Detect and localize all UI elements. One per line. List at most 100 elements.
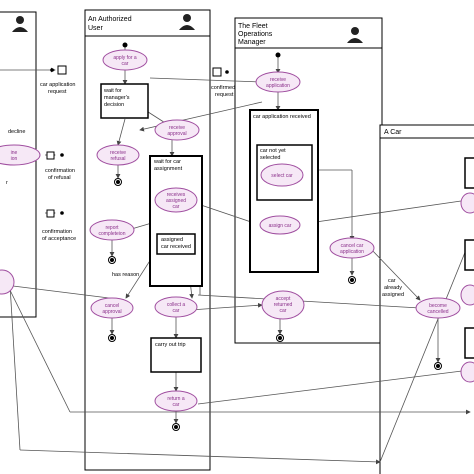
receive-application-1: receive — [270, 77, 286, 83]
cancel-car-app-2: application — [340, 249, 364, 255]
state-return — [154, 390, 198, 412]
accept-returned-2: returned — [274, 302, 293, 308]
fleet-lane-title-2: Operations — [238, 31, 273, 38]
state-receive-application — [255, 71, 301, 93]
car-not-selected-2: selected — [260, 155, 281, 161]
state-report — [89, 219, 135, 241]
select-car-label: select car — [271, 173, 293, 179]
receive-refusal-2: refusal — [110, 156, 125, 162]
state-left-ine — [0, 144, 41, 166]
state-cancel-approval — [90, 297, 134, 319]
state-apply — [102, 49, 148, 71]
wait-car-2: assignment — [154, 166, 183, 172]
state-receive-approval — [154, 119, 200, 141]
state-receive-refusal — [96, 144, 140, 166]
state-select-car — [260, 163, 304, 187]
apply-1: apply for a — [113, 55, 137, 61]
car-state-box-3 — [464, 327, 474, 359]
object-token-application — [50, 65, 67, 75]
label-confirmed-1: confirmed — [211, 85, 235, 91]
fleet-lane-title-3: Manager — [238, 39, 266, 46]
return-2: car — [173, 402, 180, 408]
become-cancelled-1: become — [429, 303, 447, 309]
label-car-application-2: request — [48, 89, 67, 95]
left-actor-icon — [12, 16, 28, 32]
wait-decision-3: decision — [104, 102, 124, 108]
wait-car-box — [149, 155, 203, 287]
car-not-selected-1: car not yet — [260, 148, 286, 154]
state-collect — [154, 296, 198, 318]
user-actor-icon — [179, 14, 195, 30]
collect-2: car — [173, 308, 180, 314]
final-node-car — [434, 362, 442, 370]
become-cancelled-2: cancelled — [427, 309, 448, 315]
accept-returned-3: car — [280, 308, 287, 314]
left-ine-2: ion — [11, 156, 18, 162]
left-decline-label: decline — [8, 129, 25, 135]
state-receives-assigned — [154, 187, 198, 213]
label-confirmation-acceptance-2: of acceptance — [42, 236, 76, 242]
return-1: return a — [167, 396, 184, 402]
label-confirmation-refusal-2: of refusal — [48, 175, 71, 181]
collect-1: collect a — [167, 302, 186, 308]
manager-actor-icon — [347, 27, 363, 43]
car-state-box-2 — [464, 239, 474, 271]
label-car-already-3: assigned — [382, 292, 404, 298]
left-ine-1: ine — [11, 150, 18, 156]
car-app-received-label: car application received — [253, 114, 311, 120]
state-become-cancelled — [415, 297, 461, 319]
car-state-box-1 — [464, 157, 474, 189]
cancel-car-app-1: cancel car — [341, 243, 364, 249]
final-node-cancel — [108, 334, 116, 342]
state-car-edge-2 — [460, 284, 474, 306]
assigned-received-2: car received — [161, 244, 191, 250]
assign-car-label: assign car — [269, 223, 292, 229]
label-car-already-2: already — [384, 285, 402, 291]
state-cancel-car-app — [329, 237, 375, 259]
wait-decision-2: manager's — [104, 95, 130, 101]
accept-returned-1: accept — [276, 296, 291, 302]
final-node-refusal — [114, 178, 122, 186]
receives-assigned-2: assigned — [166, 198, 186, 204]
state-car-edge-3 — [460, 361, 474, 383]
label-car-already-1: car — [388, 278, 396, 284]
label-confirmation-refusal-1: confirmation — [45, 168, 75, 174]
report-1: report — [105, 225, 119, 231]
cancel-approval-1: cancel — [105, 303, 119, 309]
object-token-acceptance — [46, 209, 64, 218]
report-2: completeion — [99, 231, 126, 237]
wait-decision-1: wait for — [103, 88, 122, 94]
initial-node-user — [122, 42, 128, 48]
car-lane-title: A Car — [384, 129, 402, 136]
user-lane-title-2: User — [88, 25, 103, 32]
initial-node-fleet — [275, 52, 281, 58]
final-node-report — [108, 256, 116, 264]
receive-refusal-1: receive — [110, 150, 126, 156]
final-node-fleet — [276, 334, 284, 342]
receive-application-2: application — [266, 83, 290, 89]
state-assign-car — [259, 215, 301, 235]
label-confirmed-2: request — [215, 92, 234, 98]
label-has-reason: has reason — [112, 272, 139, 278]
state-left-edge — [0, 269, 15, 295]
apply-2: car — [122, 61, 129, 67]
object-token-confirmed — [212, 67, 229, 77]
object-token-refusal — [46, 151, 64, 160]
final-node-cancel-app — [348, 276, 356, 284]
receives-assigned-1: receives — [167, 192, 186, 198]
state-car-edge-1 — [460, 192, 474, 214]
state-accept-returned — [261, 290, 305, 320]
label-confirmation-acceptance-1: confirmation — [42, 229, 72, 235]
assigned-received-1: assigned — [161, 237, 183, 243]
fleet-lane-title-1: The Fleet — [238, 23, 268, 30]
final-node-return — [172, 423, 180, 431]
carry-out-label: carry out trip — [155, 342, 186, 348]
carry-out-box — [150, 337, 202, 373]
receive-approval-2: approval — [167, 131, 186, 137]
assigned-received-box — [156, 233, 196, 255]
receive-approval-1: receive — [169, 125, 185, 131]
wait-decision-box — [100, 83, 149, 119]
cancel-approval-2: approval — [102, 309, 121, 315]
wait-car-1: wait for car — [153, 159, 181, 165]
